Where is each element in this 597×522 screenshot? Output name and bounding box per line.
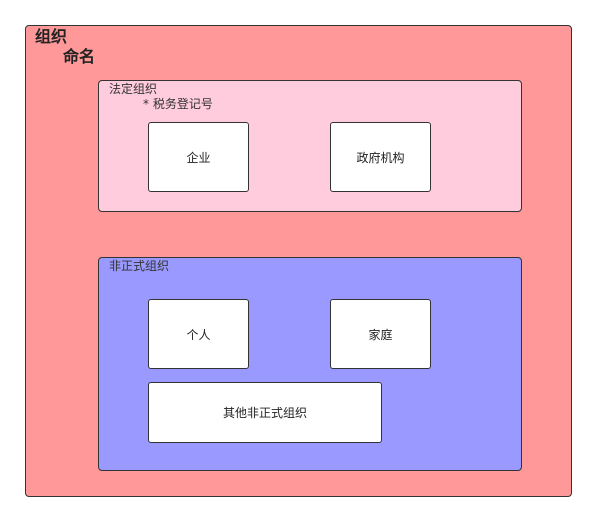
enterprise-label: 企业 (186, 150, 211, 165)
legal-organization-label: 法定组织 (109, 82, 158, 96)
family-node: 家庭 (330, 299, 431, 369)
organization-title: 组织 (35, 27, 68, 46)
individual-label: 个人 (186, 327, 211, 342)
government-agency-label: 政府机构 (356, 150, 405, 165)
government-agency-node: 政府机构 (330, 122, 431, 192)
tax-registration-note: * 税务登记号 (143, 97, 213, 111)
other-informal-organization-node: 其他非正式组织 (148, 382, 382, 443)
individual-node: 个人 (148, 299, 249, 369)
informal-organization-label: 非正式组织 (109, 259, 170, 273)
organization-subtitle: 命名 (63, 47, 96, 66)
enterprise-node: 企业 (148, 122, 249, 192)
other-informal-organization-label: 其他非正式组织 (222, 406, 307, 420)
family-label: 家庭 (368, 327, 393, 342)
